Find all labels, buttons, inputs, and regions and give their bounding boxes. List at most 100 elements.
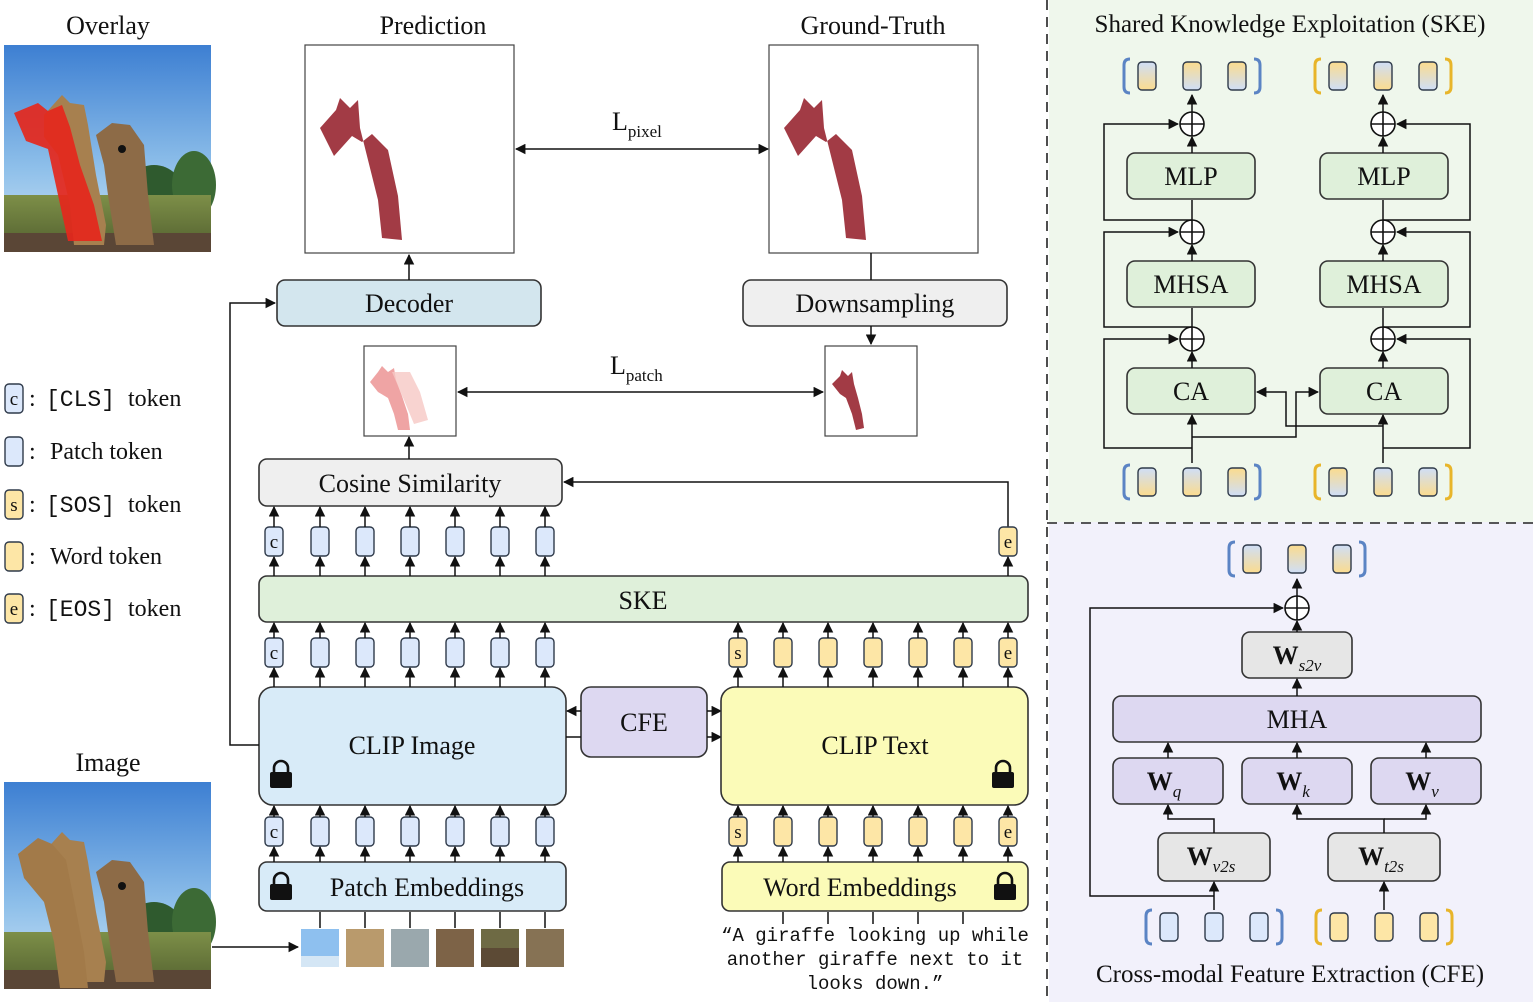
legend-token-swatch-letter: s xyxy=(10,495,17,516)
bracket-right xyxy=(1444,57,1453,95)
legend-colon: : xyxy=(29,439,36,465)
word-token xyxy=(863,816,883,847)
legend-colon: : xyxy=(29,386,36,412)
caption: “A giraffe looking up while another gira… xyxy=(721,925,1029,995)
legend-text: token xyxy=(128,386,181,412)
patch-token xyxy=(490,526,510,557)
ske-block xyxy=(258,575,1029,623)
patch-token xyxy=(445,637,465,668)
overlay-title: Overlay xyxy=(66,11,150,40)
prediction-title: Prediction xyxy=(380,11,487,40)
cfe-mha-label: MHA xyxy=(1267,705,1328,734)
patch-token xyxy=(310,816,330,847)
word-embeddings-label: Word Embeddings xyxy=(763,873,957,902)
patch-token xyxy=(400,526,420,557)
sos-token-letter: s xyxy=(734,643,741,664)
cfe-block xyxy=(580,686,708,758)
legend-code: [SOS] xyxy=(46,493,115,519)
word-embeddings-block xyxy=(721,861,1029,912)
ske-input-text xyxy=(1313,463,1453,501)
ske-add-icon xyxy=(1179,219,1205,245)
clip-image-label: CLIP Image xyxy=(349,731,476,760)
loss-pixel-label: Lpixel xyxy=(612,107,662,141)
feature-token xyxy=(1227,61,1247,91)
patch-token xyxy=(355,637,375,668)
cls-token-letter: c xyxy=(270,822,278,843)
eos-token-letter: e xyxy=(1004,643,1012,664)
ske-output-text xyxy=(1313,57,1453,95)
feature-token xyxy=(1373,61,1393,91)
legend-token-swatch xyxy=(4,436,24,467)
ske-add-icon xyxy=(1370,219,1396,245)
decoder-label: Decoder xyxy=(365,289,453,318)
legend-item: s: [SOS] token xyxy=(4,489,181,520)
patch-ground-truth-map xyxy=(824,345,918,437)
ske-ca-right-label: CA xyxy=(1366,377,1402,406)
patch-embeddings-label: Patch Embeddings xyxy=(330,873,524,902)
cfe-add-icon xyxy=(1284,595,1310,621)
ske-add-icon xyxy=(1370,326,1396,352)
caption-line: looks down.” xyxy=(807,973,944,995)
ske-mhsa-left xyxy=(1126,260,1256,308)
eos-token-letter: e xyxy=(1004,822,1012,843)
feature-token xyxy=(1373,467,1393,497)
patch-token xyxy=(535,526,555,557)
patch-token xyxy=(490,816,510,847)
legend-token-swatch-letter: c xyxy=(10,389,18,410)
legend-item: c:[CLS] token xyxy=(4,383,181,414)
sos-token: s xyxy=(728,637,748,668)
feature-token xyxy=(1249,912,1269,942)
panel-tokens xyxy=(1122,57,1454,946)
bracket-left xyxy=(1122,57,1131,95)
cfe-w-q-label: Wq xyxy=(1147,767,1182,801)
image-patches xyxy=(301,929,564,967)
patch-embeddings-block xyxy=(258,861,567,912)
clip-image-lock-icon xyxy=(270,759,292,788)
downsampling-block xyxy=(742,279,1008,327)
legend-colon: : xyxy=(29,544,36,570)
legend-colon: : xyxy=(29,596,36,622)
cls-token-letter: c xyxy=(270,643,278,664)
word-embeddings-lock-icon xyxy=(994,871,1016,900)
bracket-left xyxy=(1314,908,1323,946)
word-token xyxy=(818,816,838,847)
image-patch xyxy=(391,929,429,967)
word-token xyxy=(908,637,928,668)
feature-token xyxy=(1332,544,1352,574)
ske-label: SKE xyxy=(618,586,667,615)
patch-token xyxy=(400,816,420,847)
ske-panel xyxy=(1049,0,1533,522)
caption-line: another giraffe next to it xyxy=(727,949,1023,971)
feature-token xyxy=(1227,467,1247,497)
word-token xyxy=(773,816,793,847)
legend-colon: : xyxy=(29,492,36,518)
patch-token xyxy=(310,526,330,557)
feature-token xyxy=(1328,61,1348,91)
legend-token-swatch xyxy=(4,541,24,572)
ske-ca-left-label: CA xyxy=(1173,377,1209,406)
feature-token xyxy=(1137,61,1157,91)
feature-token xyxy=(1328,467,1348,497)
overlay-image xyxy=(4,45,216,252)
ground-truth-mask xyxy=(784,98,866,240)
image-patch xyxy=(526,929,564,967)
bracket-left xyxy=(1227,540,1236,578)
word-token xyxy=(818,637,838,668)
bracket-right xyxy=(1253,57,1262,95)
cls-token-letter: c xyxy=(270,532,278,553)
ske-mlp-left-label: MLP xyxy=(1164,162,1217,191)
feature-token xyxy=(1287,544,1307,574)
legend-text: token xyxy=(128,492,181,518)
ske-input-visual xyxy=(1122,463,1262,501)
patch-token xyxy=(445,816,465,847)
ske-mlp-left xyxy=(1126,152,1256,200)
caption-line: “A giraffe looking up while xyxy=(721,925,1029,947)
patch-prediction-heat-2 xyxy=(392,372,428,424)
bracket-right xyxy=(1275,908,1284,946)
eos-token: e xyxy=(998,637,1018,668)
feature-token xyxy=(1159,912,1179,942)
cfe-w-t2s-label: Wt2s xyxy=(1358,842,1404,876)
feature-token xyxy=(1182,61,1202,91)
word-token xyxy=(953,637,973,668)
